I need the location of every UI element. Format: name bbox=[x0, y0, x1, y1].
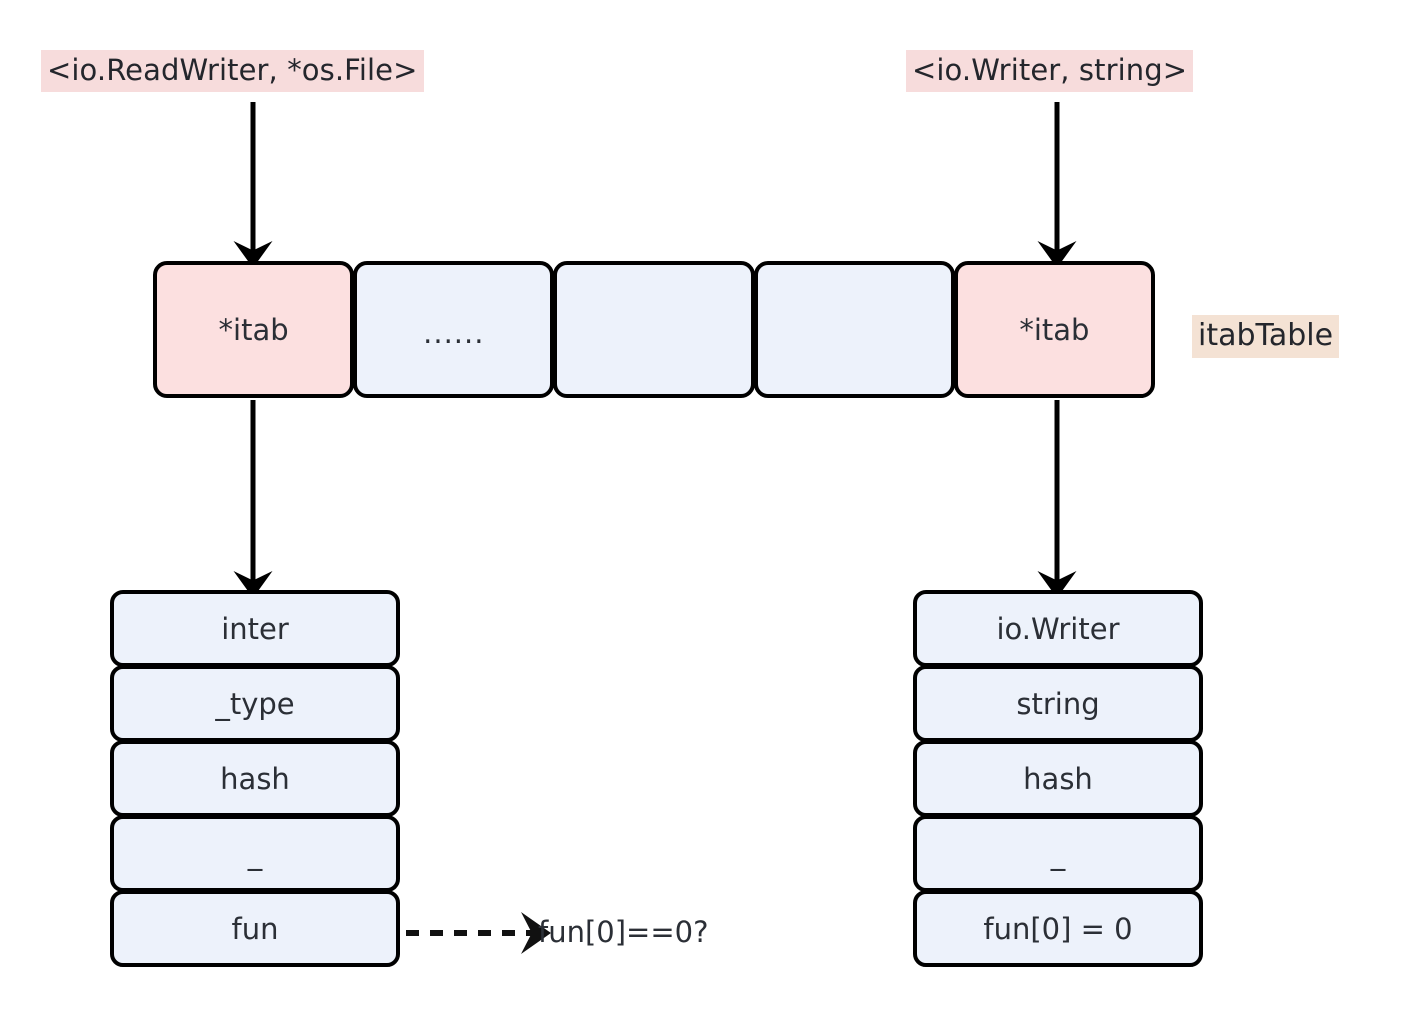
type-pair-label-right: <io.Writer, string> bbox=[906, 50, 1194, 93]
struct-field-hash[interactable]: hash bbox=[110, 740, 400, 817]
itab-cell-label: *itab bbox=[218, 312, 289, 347]
struct-field-type[interactable]: string bbox=[913, 665, 1203, 742]
itab-table-cell[interactable] bbox=[553, 261, 755, 398]
itab-struct-right: io.Writer string hash _ fun[0] = 0 bbox=[913, 590, 1203, 967]
itab-table-cell[interactable]: ...... bbox=[353, 261, 555, 398]
struct-field-hash[interactable]: hash bbox=[913, 740, 1203, 817]
struct-field-label: inter bbox=[221, 611, 289, 646]
fun-zero-check-annotation: fun[0]==0? bbox=[538, 915, 709, 949]
struct-field-label: _ bbox=[247, 836, 263, 871]
struct-field-label: hash bbox=[220, 761, 290, 796]
struct-field-label: fun bbox=[231, 911, 279, 946]
itab-table-cell[interactable] bbox=[753, 261, 955, 398]
itab-table-row: *itab ...... *itab bbox=[153, 261, 1156, 398]
struct-field-inter[interactable]: inter bbox=[110, 590, 400, 667]
struct-field-blank[interactable]: _ bbox=[913, 815, 1203, 892]
struct-field-label: _type bbox=[215, 686, 295, 721]
itab-struct-left: inter _type hash _ fun bbox=[110, 590, 400, 967]
struct-field-label: string bbox=[1016, 686, 1100, 721]
struct-field-label: hash bbox=[1023, 761, 1093, 796]
type-pair-label-left: <io.ReadWriter, *os.File> bbox=[41, 50, 424, 93]
itab-cell-label: *itab bbox=[1019, 312, 1090, 347]
struct-field-label: _ bbox=[1050, 836, 1066, 871]
struct-field-inter[interactable]: io.Writer bbox=[913, 590, 1203, 667]
itab-table-cell[interactable]: *itab bbox=[153, 261, 355, 398]
struct-field-label: io.Writer bbox=[996, 611, 1120, 646]
itab-cell-label: ...... bbox=[423, 316, 485, 350]
struct-field-fun[interactable]: fun[0] = 0 bbox=[913, 890, 1203, 967]
struct-field-type[interactable]: _type bbox=[110, 665, 400, 742]
struct-field-label: fun[0] = 0 bbox=[983, 911, 1133, 946]
struct-field-fun[interactable]: fun bbox=[110, 890, 400, 967]
struct-field-blank[interactable]: _ bbox=[110, 815, 400, 892]
itab-table-cell[interactable]: *itab bbox=[953, 261, 1156, 398]
itab-table-tag-label: itabTable bbox=[1192, 315, 1340, 359]
